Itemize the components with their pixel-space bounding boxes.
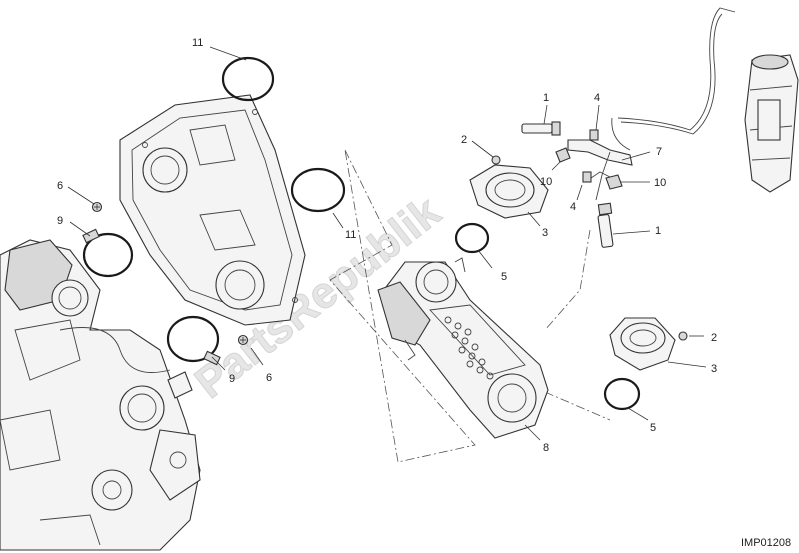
o-ring-5-upper [454, 222, 490, 254]
callout-10-lower: 10 [654, 177, 666, 189]
callout-1-lower: 1 [655, 225, 661, 237]
o-ring-11-upper [221, 56, 275, 102]
fuel-injector-upper [521, 121, 561, 136]
callout-1-upper: 1 [543, 92, 549, 104]
fuel-pump-module [617, 7, 799, 193]
airbox [119, 94, 306, 326]
callout-9-upper: 9 [57, 215, 63, 227]
o-ring-5-lower [603, 377, 641, 411]
callout-7: 7 [656, 146, 662, 158]
assembly-guide-lines [329, 149, 611, 463]
callouts: 11 11 6 6 9 9 2 2 3 3 5 5 1 1 4 4 10 10 … [57, 37, 717, 454]
callout-3-upper: 3 [542, 227, 548, 239]
intake-flange-upper [469, 164, 549, 219]
hose-clamp-9-upper [82, 228, 134, 278]
intake-flange-lower [609, 317, 676, 371]
callout-3-lower: 3 [711, 363, 717, 375]
fuel-line [567, 117, 633, 201]
clip-10-upper [555, 147, 571, 163]
callout-5-lower: 5 [650, 422, 656, 434]
callout-5-upper: 5 [501, 271, 507, 283]
fuel-injector-lower [597, 202, 614, 248]
fitting-4-upper [589, 129, 599, 141]
screw-6-upper [91, 201, 103, 213]
callout-2-upper: 2 [461, 134, 467, 146]
leader-lines [67, 46, 707, 441]
callout-4-lower: 4 [570, 201, 576, 213]
callout-6-upper: 6 [57, 180, 63, 192]
callout-11-lower: 11 [345, 229, 356, 241]
callout-6-lower: 6 [266, 372, 272, 384]
screw-2-lower [678, 331, 688, 341]
fitting-4-lower [582, 171, 592, 183]
callout-2-lower: 2 [711, 332, 717, 344]
engine-block [0, 239, 201, 551]
screw-2-upper [491, 155, 501, 165]
callout-4-upper: 4 [594, 92, 600, 104]
clip-10-lower [605, 174, 623, 190]
drawing-code: IMP01208 [741, 537, 791, 549]
callout-8: 8 [543, 442, 549, 454]
callout-9-lower: 9 [229, 373, 235, 385]
o-ring-11-lower [290, 167, 346, 213]
screw-6-lower [237, 334, 249, 346]
callout-11-upper: 11 [192, 37, 203, 49]
throttle-body [377, 257, 549, 439]
callout-10-upper: 10 [540, 176, 552, 188]
